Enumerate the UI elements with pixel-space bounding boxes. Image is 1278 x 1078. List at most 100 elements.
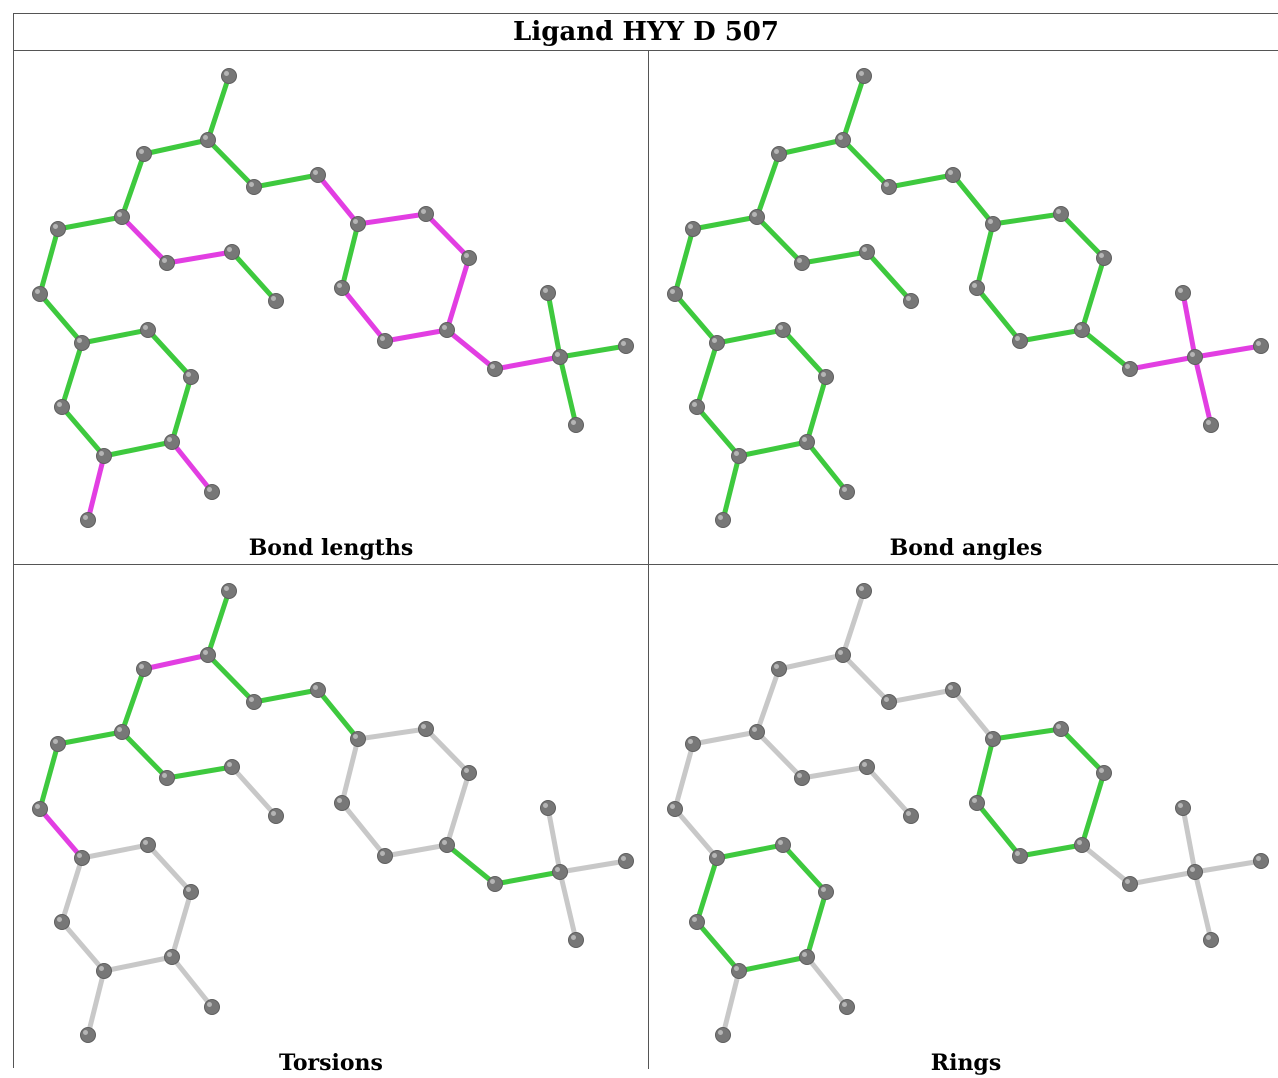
bond	[59, 404, 107, 459]
bond	[251, 687, 321, 705]
atom-highlight	[906, 811, 911, 816]
bond	[141, 137, 211, 157]
atom	[268, 293, 284, 309]
atom	[54, 399, 70, 415]
bond	[754, 729, 805, 781]
atom-highlight	[842, 1002, 847, 1007]
atom	[775, 837, 791, 853]
bond	[720, 968, 742, 1038]
atom	[418, 721, 434, 737]
bond	[545, 290, 563, 360]
atom	[1122, 361, 1138, 377]
atom-highlight	[53, 224, 58, 229]
bond	[886, 172, 956, 190]
bond	[339, 736, 361, 806]
bond	[339, 221, 361, 291]
atom	[1253, 338, 1269, 354]
panel-caption: Bond angles	[889, 535, 1043, 561]
atom-highlight	[207, 487, 212, 492]
atom-highlight	[224, 586, 229, 591]
bond	[37, 226, 61, 297]
atom	[969, 280, 985, 296]
bond	[840, 137, 892, 190]
bond	[339, 285, 388, 344]
bond	[754, 151, 782, 220]
atom	[775, 322, 791, 338]
atom	[771, 661, 787, 677]
atom	[835, 647, 851, 663]
bond	[145, 327, 194, 380]
atom-highlight	[353, 734, 358, 739]
bond	[1192, 354, 1214, 428]
atom-highlight	[203, 650, 208, 655]
atom	[839, 999, 855, 1015]
atom-highlight	[752, 212, 757, 217]
atom-highlight	[988, 219, 993, 224]
atom-highlight	[83, 515, 88, 520]
atom	[945, 682, 961, 698]
atom	[80, 1027, 96, 1043]
atom	[439, 837, 455, 853]
atom-highlight	[1190, 352, 1195, 357]
bond	[315, 172, 361, 227]
bond	[205, 137, 257, 190]
atom	[80, 512, 96, 528]
bond	[205, 652, 257, 705]
atom-highlight	[797, 258, 802, 263]
bond	[886, 687, 956, 705]
atom	[667, 286, 683, 302]
bond	[444, 842, 498, 887]
atom-highlight	[207, 1002, 212, 1007]
atom-highlight	[99, 966, 104, 971]
atom	[54, 914, 70, 930]
atom-highlight	[162, 258, 167, 263]
atom-highlight	[692, 917, 697, 922]
atom-highlight	[337, 283, 342, 288]
atom	[487, 361, 503, 377]
atom	[799, 949, 815, 965]
atom	[204, 999, 220, 1015]
bond	[423, 726, 472, 776]
atom	[689, 399, 705, 415]
atom	[1187, 349, 1203, 365]
bond	[205, 73, 232, 143]
atom-highlight	[1056, 209, 1061, 214]
atom-highlight	[692, 402, 697, 407]
atom	[856, 68, 872, 84]
atom-highlight	[906, 296, 911, 301]
atom-highlight	[57, 917, 62, 922]
atom-highlight	[1015, 336, 1020, 341]
bond	[169, 439, 215, 495]
bond	[1180, 290, 1198, 360]
atom-highlight	[734, 966, 739, 971]
atom	[350, 216, 366, 232]
atom	[969, 795, 985, 811]
atom-highlight	[862, 762, 867, 767]
atom-highlight	[670, 804, 675, 809]
atom-highlight	[464, 768, 469, 773]
atom-highlight	[802, 952, 807, 957]
bond	[694, 919, 742, 974]
bond	[169, 954, 215, 1010]
atom	[246, 694, 262, 710]
atom	[618, 338, 634, 354]
atom	[32, 801, 48, 817]
atom-highlight	[838, 135, 843, 140]
atom	[246, 179, 262, 195]
bond	[545, 805, 563, 875]
atom-highlight	[718, 515, 723, 520]
atom	[1074, 322, 1090, 338]
atom	[461, 765, 477, 781]
atom	[114, 724, 130, 740]
atom	[164, 949, 180, 965]
atom-highlight	[670, 289, 675, 294]
atom-highlight	[972, 798, 977, 803]
atom-highlight	[838, 650, 843, 655]
bond	[804, 954, 850, 1010]
atom-highlight	[778, 840, 783, 845]
atom	[74, 335, 90, 351]
panel-torsions: Torsions	[14, 566, 648, 1078]
bond	[1192, 869, 1214, 943]
atom-highlight	[1256, 856, 1261, 861]
bond	[799, 249, 870, 266]
